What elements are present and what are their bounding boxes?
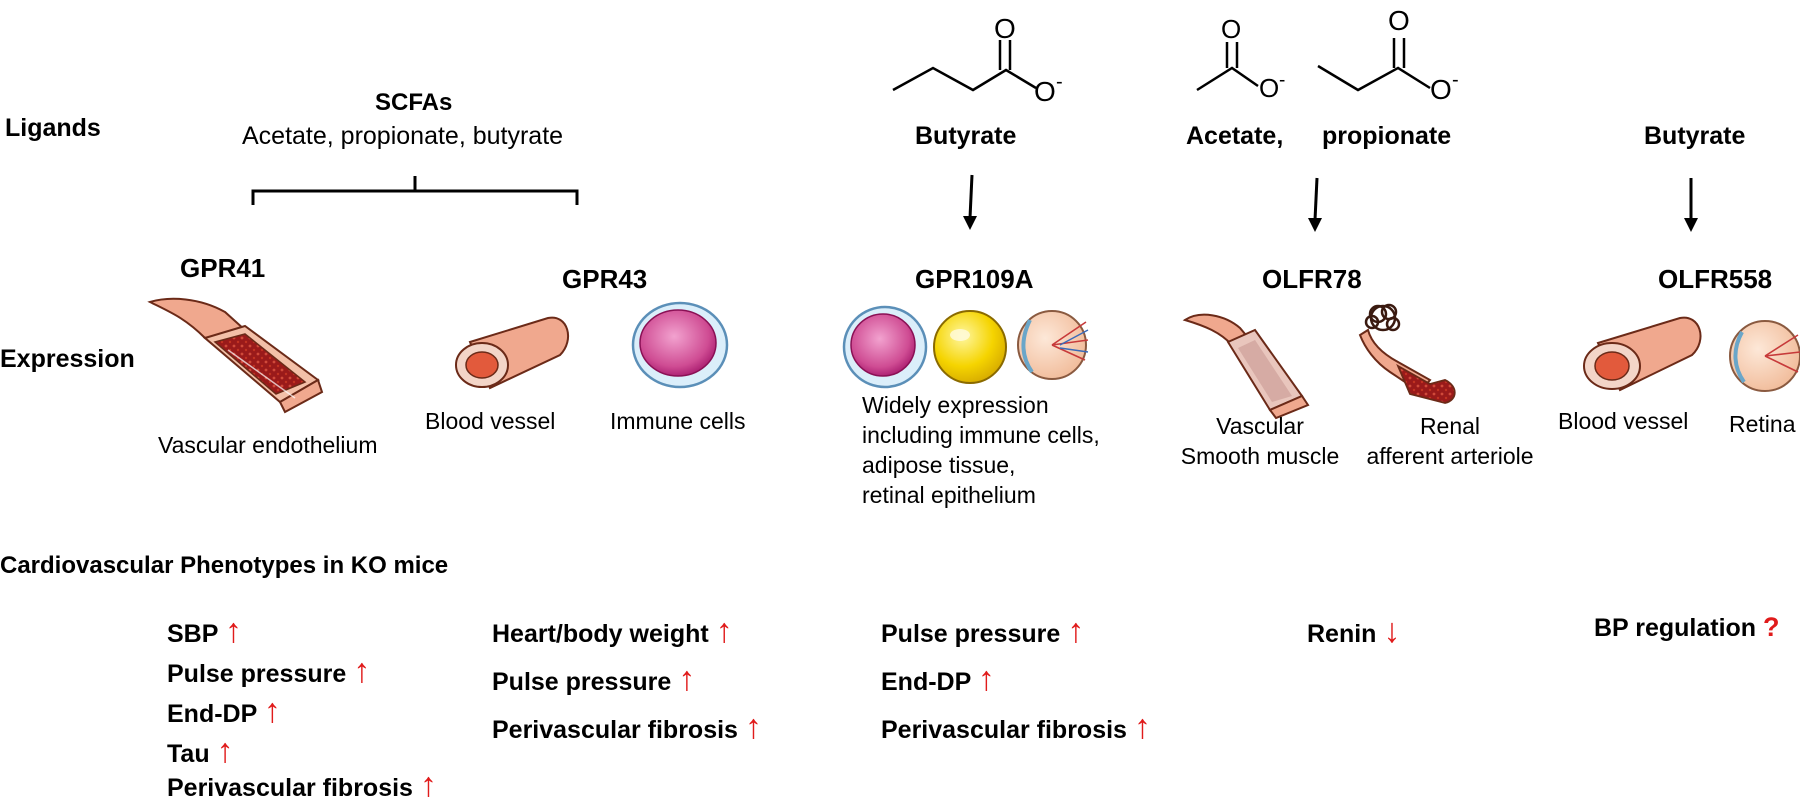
up-arrow-icon: ↑ <box>224 612 242 650</box>
butyrate-oxygen-double: O <box>994 13 1016 44</box>
acetate-oxygen-double: O <box>1221 14 1241 44</box>
arrow-butyrate-olfr558 <box>1684 178 1698 232</box>
tissue-gpr109a-line-4: retinal epithelium <box>862 482 1036 508</box>
up-arrow-icon: ↑ <box>977 660 995 698</box>
eye-retina-icon-gpr109a <box>1017 310 1089 380</box>
propionate-oxygen-anion: O <box>1430 74 1452 105</box>
tissue-gpr109a-line-2: including immune cells, <box>862 422 1100 448</box>
acetate-charge: - <box>1279 70 1285 91</box>
up-arrow-icon: ↑ <box>263 692 281 730</box>
receptor-gpr43: GPR43 <box>562 264 648 294</box>
row-label-ligands: Ligands <box>5 114 101 142</box>
up-arrow-icon: ↑ <box>216 732 234 770</box>
receptor-olfr558: OLFR558 <box>1658 264 1773 294</box>
tissue-blood-vessel-olfr558: Blood vessel <box>1558 408 1689 434</box>
arrow-butyrate-gpr109a <box>963 174 977 230</box>
tissue-gpr109a-description: Widely expression including immune cells… <box>862 390 1100 510</box>
phenotype-gpr109a-perivascular-fibrosis: Perivascular fibrosis ↑ <box>881 708 1151 746</box>
tissue-vsm-line-2: Smooth muscle <box>1180 443 1340 469</box>
butyrate-oxygen-anion: O <box>1034 76 1056 107</box>
question-mark-icon: ? <box>1763 612 1780 642</box>
receptor-olfr78: OLFR78 <box>1262 264 1362 294</box>
propionate-oxygen-double: O <box>1388 5 1410 36</box>
phenotype-gpr43-pulse-pressure: Pulse pressure ↑ <box>492 660 696 698</box>
adipose-cell-icon <box>933 310 1007 384</box>
down-arrow-icon: ↓ <box>1383 612 1401 650</box>
phenotype-gpr43-heart-body-weight: Heart/body weight ↑ <box>492 612 733 650</box>
eye-retina-icon-olfr558 <box>1729 320 1800 392</box>
receptor-gpr109a: GPR109A <box>915 264 1034 294</box>
receptor-gpr41: GPR41 <box>180 253 266 283</box>
tissue-renal-line-1: Renal <box>1419 413 1481 439</box>
immune-cell-icon-gpr43 <box>631 301 729 389</box>
acetate-structure-icon <box>1196 42 1259 92</box>
tissue-vascular-smooth-muscle: Vascular Smooth muscle <box>1170 411 1350 471</box>
scfas-list: Acetate, propionate, butyrate <box>242 122 564 150</box>
tissue-gpr109a-line-3: adipose tissue, <box>862 452 1016 478</box>
tissue-gpr109a-line-1: Widely expression <box>862 392 1049 418</box>
phenotype-gpr41-perivascular-fibrosis: Perivascular fibrosis ↑ <box>167 766 437 804</box>
row-label-phenotypes: Cardiovascular Phenotypes in KO mice <box>0 552 449 579</box>
phenotype-gpr109a-pulse-pressure: Pulse pressure ↑ <box>881 612 1085 650</box>
up-arrow-icon: ↑ <box>353 652 371 690</box>
butyrate-structure-icon <box>892 40 1037 92</box>
phenotype-gpr41-tau: Tau ↑ <box>167 732 234 770</box>
up-arrow-icon: ↑ <box>744 708 762 746</box>
immune-cell-icon-gpr109a <box>842 305 928 389</box>
phenotype-gpr41-pulse-pressure: Pulse pressure ↑ <box>167 652 371 690</box>
phenotype-olfr78-renin: Renin ↓ <box>1307 612 1401 650</box>
row-label-expression: Expression <box>0 345 135 373</box>
up-arrow-icon: ↑ <box>1067 612 1085 650</box>
acetate-oxygen-anion: O <box>1259 73 1279 103</box>
ligand-propionate: propionate <box>1322 122 1452 150</box>
propionate-charge: - <box>1452 69 1459 91</box>
phenotype-gpr43-perivascular-fibrosis: Perivascular fibrosis ↑ <box>492 708 762 746</box>
propionate-structure-icon <box>1317 38 1431 92</box>
blood-vessel-icon-gpr43 <box>455 316 569 390</box>
arrow-acetate-propionate-olfr78 <box>1308 177 1322 232</box>
tissue-vascular-endothelium: Vascular endothelium <box>158 432 378 458</box>
up-arrow-icon: ↑ <box>1133 708 1151 746</box>
renal-afferent-arteriole-icon <box>1358 303 1456 404</box>
phenotype-gpr109a-end-dp: End-DP ↑ <box>881 660 995 698</box>
vascular-endothelium-icon <box>147 297 324 414</box>
butyrate-charge: - <box>1056 71 1063 93</box>
up-arrow-icon: ↑ <box>678 660 696 698</box>
phenotype-gpr41-end-dp: End-DP ↑ <box>167 692 281 730</box>
up-arrow-icon: ↑ <box>715 612 733 650</box>
scfas-bracket <box>251 176 579 205</box>
ligand-acetate: Acetate, <box>1186 122 1284 150</box>
phenotype-gpr41-sbp: SBP ↑ <box>167 612 242 650</box>
tissue-immune-cells: Immune cells <box>610 408 746 434</box>
tissue-retina: Retina <box>1729 411 1796 437</box>
tissue-blood-vessel-gpr43: Blood vessel <box>425 408 556 434</box>
scfas-title: SCFAs <box>375 89 453 116</box>
phenotype-olfr558-bp-regulation: BP regulation ? <box>1594 612 1780 642</box>
up-arrow-icon: ↑ <box>419 766 437 804</box>
ligand-butyrate-gpr109a: Butyrate <box>915 122 1017 150</box>
tissue-renal-line-2: afferent arteriole <box>1366 443 1534 469</box>
tissue-vsm-line-1: Vascular <box>1216 413 1304 439</box>
vascular-smooth-muscle-icon <box>1182 313 1310 420</box>
blood-vessel-icon-olfr558 <box>1583 316 1702 392</box>
ligand-butyrate-olfr558: Butyrate <box>1644 122 1746 150</box>
tissue-renal-afferent-arteriole: Renal afferent arteriole <box>1355 411 1545 471</box>
